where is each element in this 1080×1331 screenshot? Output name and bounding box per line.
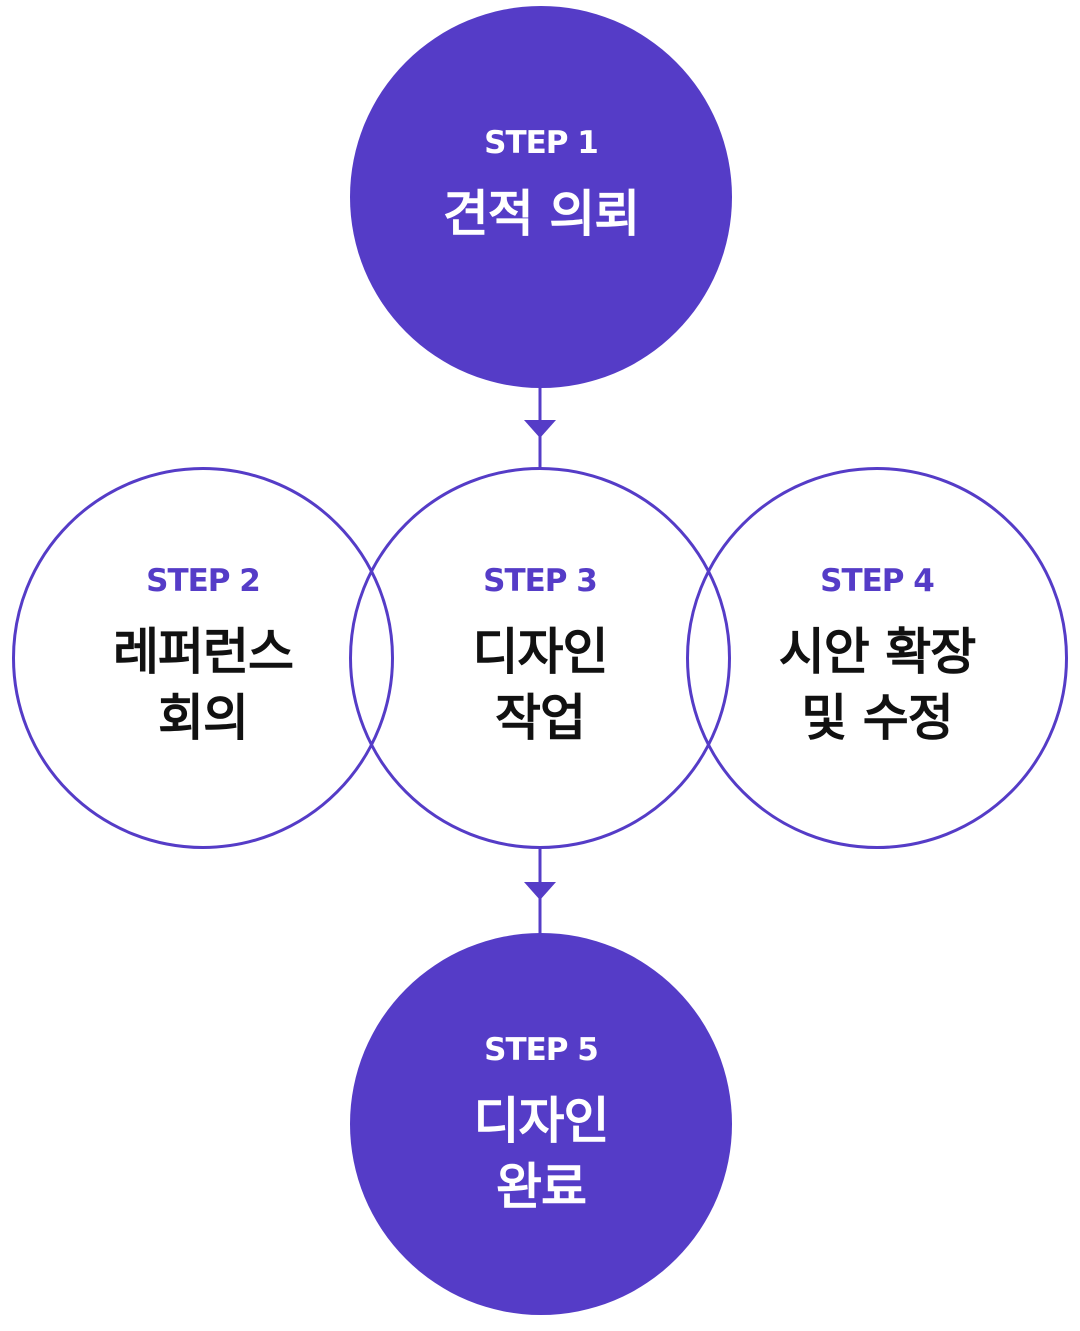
step-3-title-line-1: 디자인 [472, 622, 609, 681]
step-3-circle: STEP 3 디자인 작업 [349, 467, 731, 849]
step-4-title-line-1: 시안 확장 [778, 622, 976, 681]
arrow-down-icon [524, 420, 556, 438]
step-4-label: STEP 4 [820, 562, 935, 599]
step-4-title-line-2: 및 수정 [801, 688, 953, 747]
step-3-title: 디자인 작업 [472, 619, 609, 751]
step-3-title-line-2: 작업 [495, 688, 586, 747]
step-1-title: 견적 의뢰 [442, 181, 640, 247]
step-2-title: 레퍼런스 회의 [113, 619, 294, 751]
step-4-title: 시안 확장 및 수정 [778, 619, 976, 751]
step-5-circle: STEP 5 디자인 완료 [350, 933, 732, 1315]
step-2-title-line-2: 회의 [158, 688, 249, 747]
step-2-label: STEP 2 [146, 562, 261, 599]
step-1-circle: STEP 1 견적 의뢰 [350, 6, 732, 388]
step-1-label: STEP 1 [484, 124, 599, 161]
step-1-title-line-1: 견적 의뢰 [442, 184, 640, 243]
step-5-label: STEP 5 [484, 1031, 599, 1068]
step-3-label: STEP 3 [483, 562, 598, 599]
step-5-title-line-2: 완료 [496, 1157, 587, 1216]
step-4-circle: STEP 4 시안 확장 및 수정 [686, 467, 1068, 849]
step-5-title: 디자인 완료 [473, 1088, 610, 1220]
step-2-title-line-1: 레퍼런스 [113, 622, 294, 681]
arrow-down-icon [524, 882, 556, 900]
step-5-title-line-1: 디자인 [473, 1091, 610, 1150]
step-2-circle: STEP 2 레퍼런스 회의 [12, 467, 394, 849]
